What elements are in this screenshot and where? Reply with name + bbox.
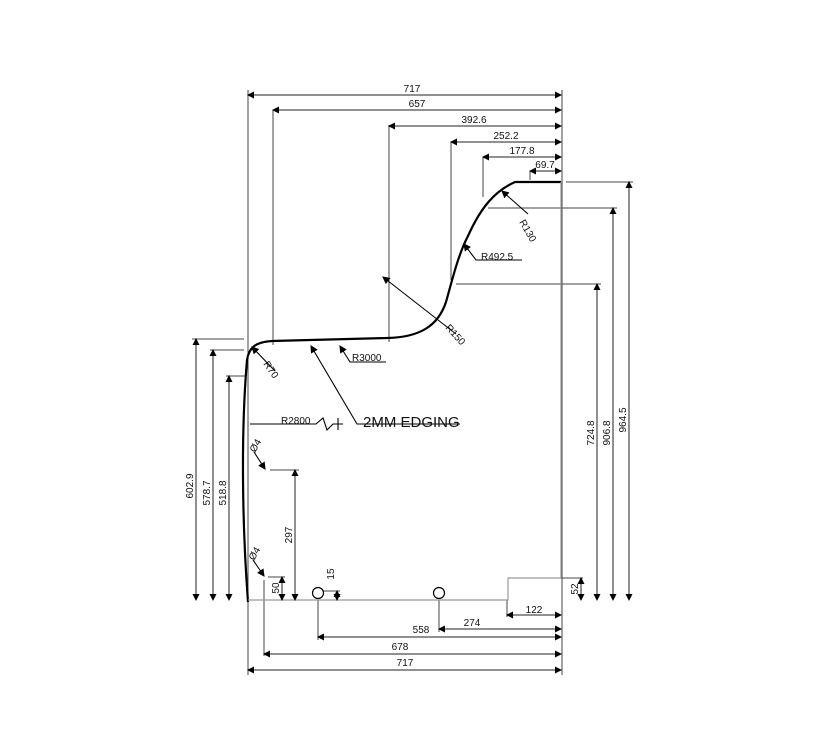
leader-phi4-lower xyxy=(252,559,265,577)
dim-label-657: 657 xyxy=(409,99,426,110)
leader-2mm-edging xyxy=(310,345,460,425)
dim-label-602-9: 602.9 xyxy=(185,473,196,498)
dim-label-122: 122 xyxy=(526,605,543,616)
dim-label-964-5: 964.5 xyxy=(618,407,629,432)
leader-r150 xyxy=(382,276,457,335)
dim-label-52: 52 xyxy=(570,583,581,595)
leader-r130 xyxy=(501,190,529,215)
dim-label-297: 297 xyxy=(284,526,295,543)
callout-r3000: R3000 xyxy=(352,353,382,364)
callout-r70: R70 xyxy=(261,359,281,381)
callout-phi4-upper: Ø4 xyxy=(248,437,264,454)
callout-r492-5: R492.5 xyxy=(481,252,514,263)
extension-lines xyxy=(192,90,633,675)
dim-label-678: 678 xyxy=(392,642,409,653)
callout-phi4-lower: Ø4 xyxy=(247,545,263,562)
leader-r2800 xyxy=(250,417,343,432)
leader-r3000 xyxy=(339,345,386,363)
callout-2mm-edging: 2MM EDGING xyxy=(363,414,460,431)
dim-label-50: 50 xyxy=(271,582,282,594)
panel-outline xyxy=(241,180,562,603)
drill-hole-right xyxy=(432,586,446,600)
callout-r130: R130 xyxy=(516,218,538,245)
dim-label-578-7: 578.7 xyxy=(202,480,213,505)
dim-label-69-7: 69.7 xyxy=(535,160,555,171)
panel-main-edge xyxy=(241,180,561,603)
dim-label-252-2: 252.2 xyxy=(493,131,518,142)
leader-phi4-upper xyxy=(253,451,266,470)
leader-r70 xyxy=(251,346,276,372)
dim-label-906-8: 906.8 xyxy=(602,420,613,445)
dim-label-274: 274 xyxy=(464,618,481,629)
dim-label-177-8: 177.8 xyxy=(509,146,534,157)
leader-r492-5 xyxy=(463,243,522,261)
callout-r150: R150 xyxy=(443,323,467,348)
panel-right-and-bottom-edge xyxy=(248,182,562,601)
dim-label-724-8: 724.8 xyxy=(586,420,597,445)
leader-lines xyxy=(250,190,529,577)
dim-label-558: 558 xyxy=(413,625,430,636)
dim-label-15: 15 xyxy=(326,568,337,580)
dim-label-717-top: 717 xyxy=(404,84,421,95)
dim-label-717-bottom: 717 xyxy=(397,658,414,669)
dimension-lines xyxy=(192,91,633,674)
dim-label-392-6: 392.6 xyxy=(461,115,486,126)
drill-hole-left xyxy=(311,586,325,600)
dim-label-518-8: 518.8 xyxy=(218,480,229,505)
callout-r2800: R2800 xyxy=(281,416,311,427)
